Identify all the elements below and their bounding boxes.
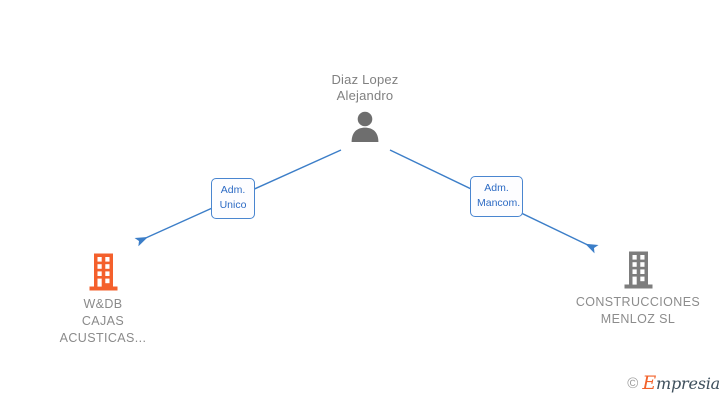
company-name-label: W&DB CAJAS ACUSTICAS... xyxy=(59,297,147,345)
node-company-right[interactable]: CONSTRUCCIONES MENLOZ SL xyxy=(548,250,728,328)
brand-initial: E xyxy=(642,372,656,394)
company-name-label: CONSTRUCCIONES MENLOZ SL xyxy=(575,295,701,326)
person-name-label: Diaz Lopez Alejandro xyxy=(331,72,399,103)
copyright-icon: © xyxy=(627,375,639,392)
building-icon xyxy=(20,252,186,292)
relation-label-adm-mancom[interactable]: Adm. Mancom. xyxy=(470,176,523,217)
node-company-left[interactable]: W&DB CAJAS ACUSTICAS... xyxy=(20,252,186,347)
person-icon xyxy=(285,109,445,143)
relation-label-adm-unico[interactable]: Adm. Unico xyxy=(211,178,255,219)
brand-rest: mpresia xyxy=(656,374,720,393)
empresia-watermark: © Empresia xyxy=(627,374,720,393)
building-icon xyxy=(548,250,728,290)
node-person[interactable]: Diaz Lopez Alejandro xyxy=(285,72,445,143)
brand-logo: Empresia xyxy=(642,374,720,393)
